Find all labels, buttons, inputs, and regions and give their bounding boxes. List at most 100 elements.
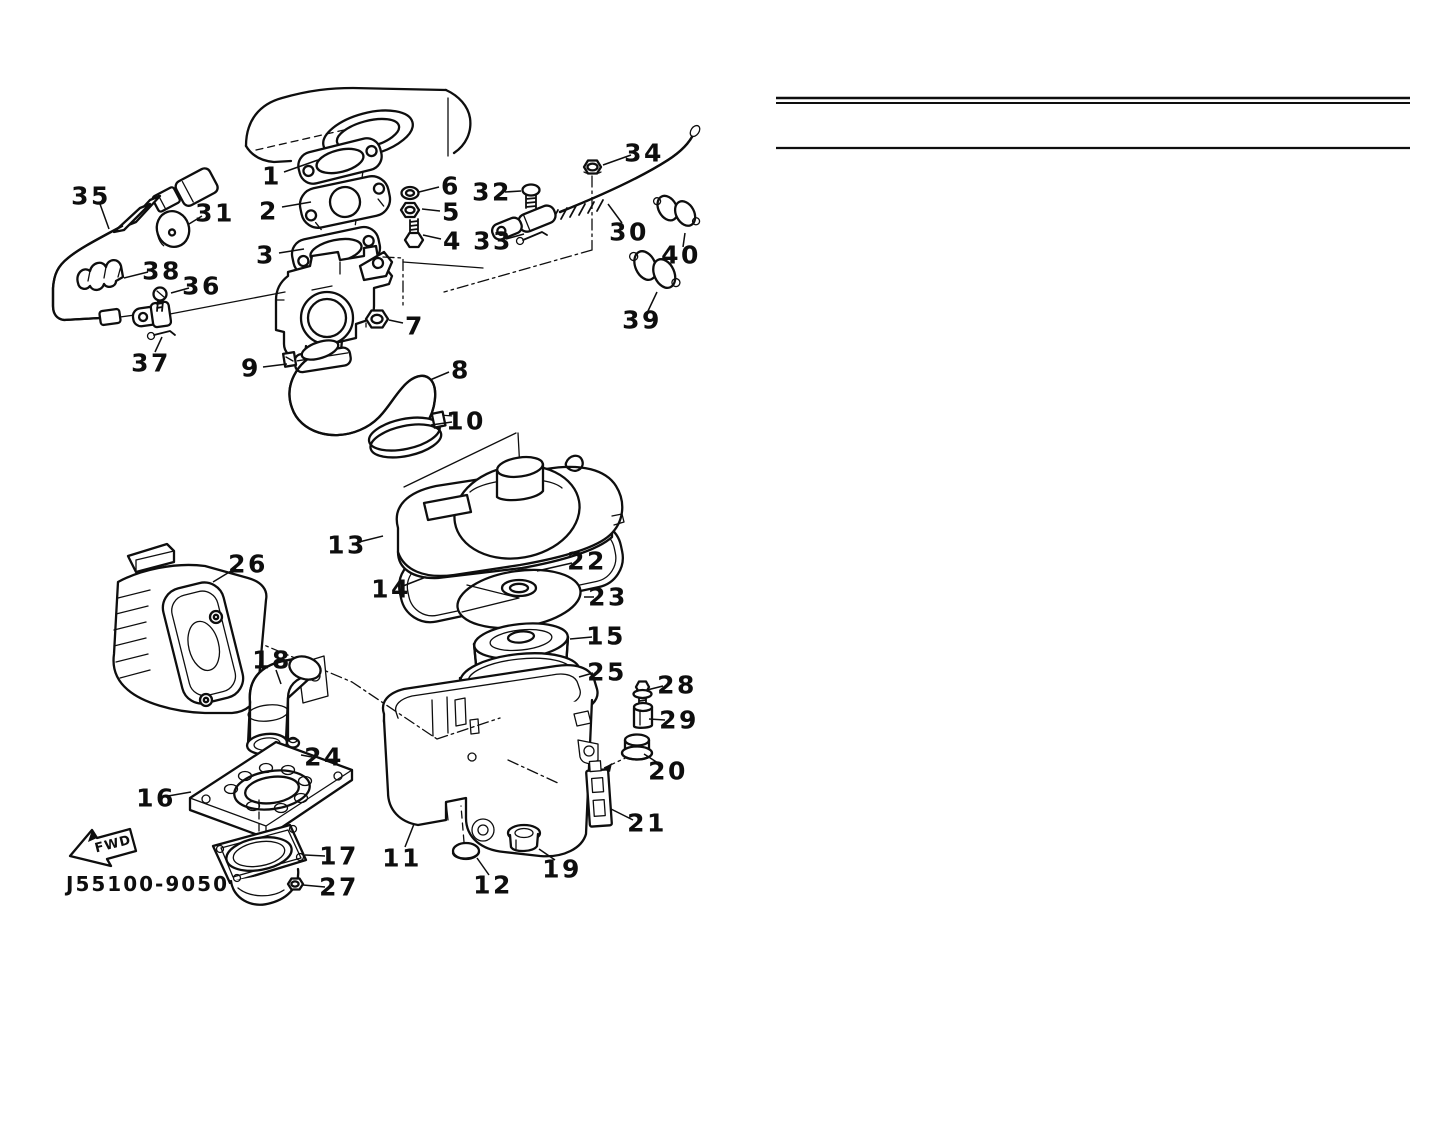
- nut-27-drawing: [286, 877, 305, 891]
- choke-cable-35-drawing: [51, 167, 286, 329]
- part-label-40: 40: [661, 241, 701, 270]
- fwd-arrow: FWD: [68, 827, 138, 868]
- part-label-3: 3: [256, 241, 276, 270]
- part-leader-24: [300, 754, 313, 758]
- part-label-27: 27: [319, 873, 359, 902]
- part-leader-6: [418, 186, 440, 193]
- part-leader-2: [281, 201, 312, 208]
- pin-33-drawing: [515, 231, 548, 246]
- part-leader-32: [504, 190, 522, 193]
- part-label-10: 10: [446, 407, 486, 436]
- part-leader-30: [607, 203, 623, 224]
- part-leader-13: [358, 535, 384, 543]
- part-leader-19: [538, 848, 556, 861]
- part-label-22: 22: [567, 547, 607, 576]
- part-leader-21: [610, 808, 634, 821]
- part-label-38: 38: [142, 257, 182, 286]
- part-leader-4: [422, 234, 442, 240]
- part-label-13: 13: [327, 531, 367, 560]
- intake-hose-8-drawing: [288, 339, 437, 437]
- part-label-29: 29: [659, 706, 699, 735]
- part-label-39: 39: [622, 306, 662, 335]
- part-leader-12: [476, 857, 490, 876]
- cable-clamp-38-drawing: [76, 258, 125, 292]
- part-leader-27: [302, 884, 326, 888]
- part-label-30: 30: [609, 218, 649, 247]
- part-label-15: 15: [586, 622, 626, 651]
- wire-clamp-40-drawing: [652, 194, 701, 227]
- cleaner-case-11-drawing: [251, 639, 635, 858]
- part-leader-31: [188, 215, 203, 225]
- part-leader-8: [429, 371, 450, 381]
- part-label-35: 35: [71, 182, 111, 211]
- part-label-20: 20: [648, 757, 688, 786]
- part-leader-9: [262, 363, 288, 368]
- part-label-8: 8: [451, 356, 471, 385]
- part-leader-29: [648, 718, 666, 721]
- nut-34-drawing: [582, 159, 603, 175]
- part-label-7: 7: [405, 312, 425, 341]
- carb-joint-2-drawing: [298, 175, 392, 231]
- carburetor-drawing: [274, 244, 484, 360]
- part-leader-33: [505, 233, 525, 240]
- part-label-25: 25: [587, 658, 627, 687]
- part-label-17: 17: [319, 842, 359, 871]
- nut-5-drawing: [399, 201, 421, 219]
- nut-7-drawing: [364, 309, 390, 329]
- diagram-code: J55100-9050: [64, 872, 229, 896]
- part-leader-38: [123, 271, 149, 279]
- cup-17-drawing: [211, 799, 308, 906]
- part-label-21: 21: [627, 809, 667, 838]
- bracket-plate-16-drawing: [188, 740, 354, 840]
- part-leader-1: [283, 159, 319, 173]
- part-leader-37: [154, 336, 163, 353]
- part-leader-18: [275, 669, 282, 685]
- bracket-21-drawing: [585, 760, 613, 828]
- part-label-4: 4: [443, 227, 463, 256]
- part-label-14: 14: [371, 575, 411, 604]
- part-label-5: 5: [442, 198, 462, 227]
- part-leader-25: [578, 672, 594, 678]
- throttle-cable-30-drawing: [443, 124, 701, 293]
- part-label-19: 19: [542, 855, 582, 884]
- part-leader-28: [646, 685, 664, 691]
- bolt-32-drawing: [521, 183, 541, 209]
- part-leader-20: [643, 753, 659, 764]
- part-label-34: 34: [624, 139, 664, 168]
- part-leader-35: [99, 203, 110, 230]
- part-label-11: 11: [382, 844, 422, 873]
- part-label-28: 28: [657, 671, 697, 700]
- choke-knob-31-drawing: [155, 210, 191, 248]
- part-leader-22: [536, 562, 573, 572]
- wire-clamp-39-drawing: [629, 250, 681, 289]
- part-label-9: 9: [241, 354, 261, 383]
- part-label-33: 33: [473, 227, 513, 256]
- screw-36-drawing: [152, 286, 168, 312]
- gasket-1-drawing: [297, 137, 383, 185]
- part-label-16: 16: [136, 784, 176, 813]
- element-plate-23-drawing: [456, 568, 582, 630]
- part-label-26: 26: [228, 550, 268, 579]
- header-rules: [776, 96, 1410, 150]
- part-leader-34: [602, 154, 632, 166]
- part-label-12: 12: [473, 871, 513, 900]
- drain-plug-19-drawing: [506, 823, 542, 853]
- part-label-2: 2: [259, 197, 279, 226]
- part-label-1: 1: [262, 162, 282, 191]
- part-leader-11: [404, 823, 415, 848]
- part-label-31: 31: [195, 199, 235, 228]
- part-leader-7: [388, 319, 404, 324]
- part-leader-40: [682, 232, 686, 248]
- bolt-4-drawing: [403, 218, 425, 249]
- part-label-18: 18: [252, 646, 292, 675]
- part-label-36: 36: [182, 272, 222, 301]
- pin-37-drawing: [146, 330, 176, 341]
- part-label-6: 6: [441, 172, 461, 201]
- cleaner-cover-13-drawing: [395, 454, 625, 580]
- grommet-20-drawing: [620, 733, 654, 761]
- part-leader-36: [170, 287, 190, 294]
- part-leader-5: [421, 208, 441, 212]
